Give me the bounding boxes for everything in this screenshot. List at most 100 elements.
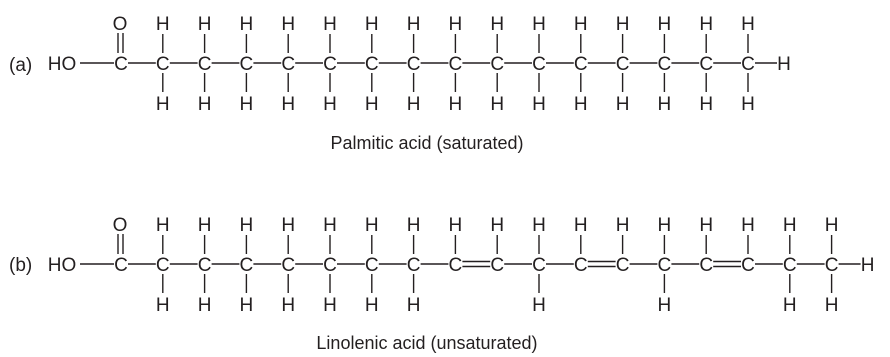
hydrogen-atom: H: [741, 94, 755, 115]
carbon-atom: C: [449, 255, 463, 276]
hydrogen-atom: H: [699, 14, 713, 35]
hydrogen-atom: H: [156, 295, 170, 316]
hydrogen-atom: H: [658, 215, 672, 236]
hydrogen-atom: H: [783, 295, 797, 316]
carbon-atom: C: [240, 255, 254, 276]
hydrogen-atom: H: [490, 94, 504, 115]
carbon-atom: C: [365, 255, 379, 276]
hydrogen-atom: H: [574, 94, 588, 115]
hydrogen-atom: H: [783, 215, 797, 236]
hydrogen-atom: H: [449, 94, 463, 115]
hydrogen-atom: H: [490, 215, 504, 236]
hydrogen-atom: H: [825, 295, 839, 316]
carbon-atom: C: [658, 255, 672, 276]
hydrogen-atom: H: [156, 94, 170, 115]
hydrogen-atom: H: [281, 14, 295, 35]
carbon-atom: C: [616, 54, 630, 75]
hydrogen-atom: H: [365, 215, 379, 236]
carbon-atom: C: [699, 255, 713, 276]
carbon-atom: C: [532, 255, 546, 276]
hydrogen-atom: H: [449, 215, 463, 236]
hydrogen-atom: H: [365, 94, 379, 115]
hydrogen-atom: H: [323, 94, 337, 115]
carbonyl-oxygen: O: [113, 215, 128, 236]
carbon-atom: C: [156, 54, 170, 75]
carbon-atom: C: [449, 54, 463, 75]
carbon-atom: C: [825, 255, 839, 276]
hydrogen-atom: H: [532, 94, 546, 115]
carbon-atom: C: [156, 255, 170, 276]
hydrogen-atom: H: [658, 94, 672, 115]
hydrogen-atom: H: [240, 295, 254, 316]
hydrogen-atom: H: [574, 14, 588, 35]
hydrogen-atom: H: [532, 14, 546, 35]
hydrogen-atom: H: [407, 295, 421, 316]
carbon-atom: C: [365, 54, 379, 75]
hydrogen-atom: H: [616, 14, 630, 35]
palmitic-label: (a): [9, 55, 32, 76]
carbon-atom: C: [741, 54, 755, 75]
terminal-hydrogen: H: [861, 255, 875, 276]
carbon-atom: C: [198, 255, 212, 276]
hydrogen-atom: H: [407, 94, 421, 115]
hydrogen-atom: H: [532, 295, 546, 316]
carbon-atom: C: [323, 54, 337, 75]
hydrogen-atom: H: [741, 215, 755, 236]
hydrogen-atom: H: [240, 14, 254, 35]
hydrogen-atom: H: [616, 94, 630, 115]
carbon-atom: C: [407, 255, 421, 276]
carbon-atom: C: [281, 54, 295, 75]
hydrogen-atom: H: [281, 94, 295, 115]
hydrogen-atom: H: [365, 14, 379, 35]
hydrogen-atom: H: [365, 295, 379, 316]
hydrogen-atom: H: [658, 295, 672, 316]
hydrogen-atom: H: [156, 215, 170, 236]
hydrogen-atom: H: [699, 215, 713, 236]
hydrogen-atom: H: [281, 215, 295, 236]
hydrogen-atom: H: [407, 14, 421, 35]
carbon-atom: C: [658, 54, 672, 75]
hydrogen-atom: H: [490, 14, 504, 35]
hydrogen-atom: H: [616, 215, 630, 236]
hydrogen-atom: H: [198, 215, 212, 236]
hydrogen-atom: H: [240, 215, 254, 236]
hydroxyl-group: HO: [48, 255, 77, 276]
carbon-atom: C: [407, 54, 421, 75]
hydrogen-atom: H: [699, 94, 713, 115]
hydrogen-atom: H: [198, 14, 212, 35]
terminal-hydrogen: H: [777, 54, 791, 75]
carbon-atom: C: [490, 54, 504, 75]
hydrogen-atom: H: [281, 295, 295, 316]
linolenic-caption: Linolenic acid (unsaturated): [316, 333, 537, 353]
palmitic-caption: Palmitic acid (saturated): [330, 133, 523, 153]
carbon-atom: C: [114, 54, 128, 75]
carbon-atom: C: [532, 54, 546, 75]
carbon-atom: C: [699, 54, 713, 75]
carbon-atom: C: [574, 255, 588, 276]
carbon-atom: C: [323, 255, 337, 276]
hydrogen-atom: H: [198, 94, 212, 115]
carbon-atom: C: [490, 255, 504, 276]
hydrogen-atom: H: [198, 295, 212, 316]
hydroxyl-group: HO: [48, 54, 77, 75]
carbon-atom: C: [198, 54, 212, 75]
hydrogen-atom: H: [156, 14, 170, 35]
hydrogen-atom: H: [323, 295, 337, 316]
hydrogen-atom: H: [323, 14, 337, 35]
hydrogen-atom: H: [323, 215, 337, 236]
carbon-atom: C: [616, 255, 630, 276]
hydrogen-atom: H: [532, 215, 546, 236]
carbon-atom: C: [574, 54, 588, 75]
hydrogen-atom: H: [574, 215, 588, 236]
carbon-atom: C: [281, 255, 295, 276]
hydrogen-atom: H: [449, 14, 463, 35]
carbon-atom: C: [741, 255, 755, 276]
hydrogen-atom: H: [407, 215, 421, 236]
linolenic-label: (b): [9, 255, 32, 276]
hydrogen-atom: H: [825, 215, 839, 236]
